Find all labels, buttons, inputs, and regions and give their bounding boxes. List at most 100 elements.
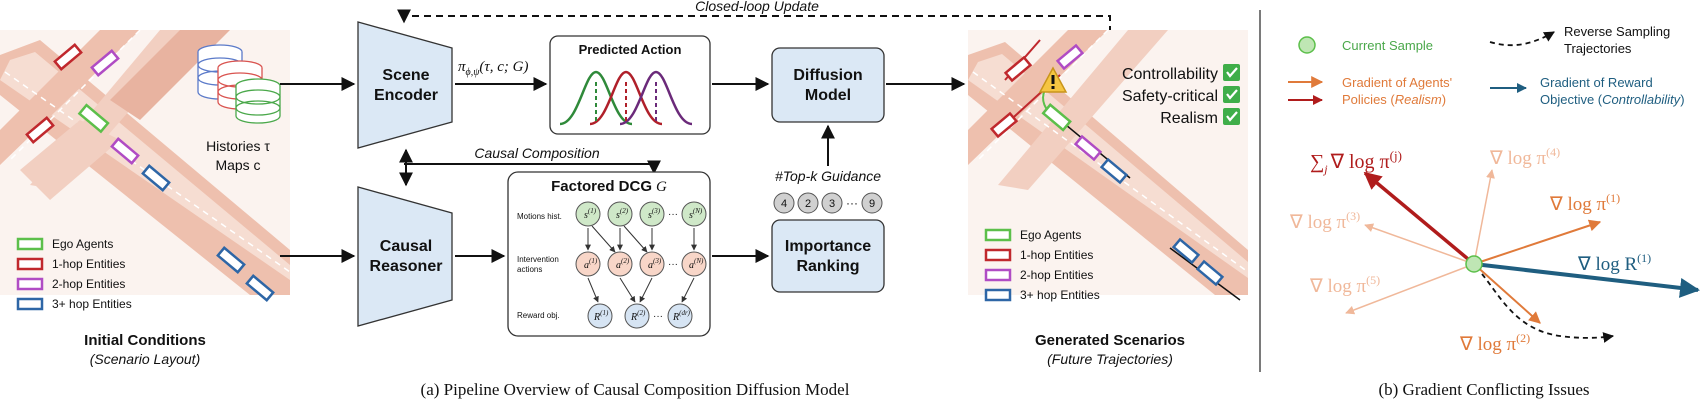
- generated-hop2-box: [1073, 134, 1103, 162]
- hop3-box: [141, 164, 171, 192]
- initial-agents: [25, 43, 275, 302]
- hop3-box: [216, 246, 246, 274]
- reverse-sampling-path: [1481, 273, 1615, 343]
- topk-badges: 4 2 3 ··· 9: [773, 192, 883, 214]
- legend-right-hop1: 1-hop Entities: [1020, 248, 1093, 262]
- generated-title: Generated Scenarios: [1035, 332, 1185, 349]
- causal-composition-line: [404, 160, 661, 175]
- policy-label: πϕ,ψ(τ, c; G): [458, 59, 529, 78]
- legend-left-hop2: 2-hop Entities: [52, 277, 125, 291]
- policy-gradient-line1: Gradient of Agents': [1342, 75, 1452, 90]
- check-controllability: Controllability: [1122, 66, 1218, 83]
- scene-encoder-line2: Encoder: [374, 87, 438, 104]
- causal-reasoner-block: Causal Reasoner: [357, 186, 453, 327]
- check-mark-icon: [1223, 108, 1240, 125]
- check-mark-icon: [1223, 86, 1240, 103]
- causal-composition-label: Causal Composition: [474, 145, 599, 161]
- dcg-s2: s(2): [616, 207, 629, 221]
- generated-ego-box: [1041, 103, 1072, 132]
- dcg-row-actions: actions: [517, 265, 542, 274]
- importance-ranking-block: Importance Ranking: [771, 219, 885, 293]
- legend-right-hop3: 3+ hop Entities: [1020, 288, 1100, 302]
- dcg-r2: R(2): [630, 309, 646, 323]
- database-icon: [197, 44, 281, 124]
- warning-icon: [1038, 66, 1068, 93]
- legend-left-ego: Ego Agents: [52, 237, 113, 251]
- legend-left-hop1: 1-hop Entities: [52, 257, 125, 271]
- topk-badge-3: 3: [829, 198, 835, 210]
- topk-badge-dots: ···: [846, 196, 858, 210]
- generated-hop2-box: [1055, 43, 1085, 71]
- current-sample-icon: [1298, 36, 1316, 54]
- hop3-box: [245, 274, 275, 302]
- topk-guidance-label: #Top-k Guidance: [775, 168, 881, 184]
- scene-encoder-block: Scene Encoder: [357, 21, 453, 149]
- reward-gradient-line2: Objective (Controllability): [1540, 92, 1685, 107]
- checklist: Controllability Safety-critical Realism: [1122, 64, 1240, 127]
- reverse-sampling-line2: Trajectories: [1564, 41, 1632, 56]
- grad-reward-label: ∇ log R(1): [1577, 251, 1651, 275]
- generated-subtitle: (Future Trajectories): [1047, 351, 1173, 367]
- importance-ranking-line2: Ranking: [796, 258, 859, 275]
- caption-a: (a) Pipeline Overview of Causal Composit…: [421, 380, 850, 399]
- dcg-a1: a(1): [584, 257, 598, 271]
- dcg-dots-s: ···: [668, 209, 678, 220]
- dcg-a3: a(3): [648, 257, 662, 271]
- dcg-r1: R(1): [593, 309, 609, 323]
- dcg-row-reward: Reward obj.: [517, 311, 560, 320]
- generated-hop1-box: [989, 111, 1019, 139]
- generated-hop3-box: [1195, 259, 1225, 287]
- predicted-action-title: Predicted Action: [579, 42, 682, 57]
- generated-agents: [989, 39, 1241, 301]
- dcg-state-nodes: s(1) s(2) s(3) ··· s(N): [575, 201, 707, 227]
- scene-encoder-line1: Scene: [382, 67, 429, 84]
- hop2-box: [110, 137, 140, 165]
- reverse-sampling-icon: [1489, 31, 1555, 47]
- maps-label: Maps c: [215, 157, 260, 173]
- grad-pi2-label: ∇ log π(2): [1459, 331, 1530, 355]
- grad-pi3-label: ∇ log π(3): [1289, 209, 1360, 233]
- grad-pi2-arrow: [1473, 263, 1541, 324]
- dcg-dots-a: ···: [668, 259, 678, 270]
- dcg-row-motions: Motions hist.: [517, 212, 562, 221]
- causal-reasoner-line1: Causal: [380, 238, 432, 255]
- grad-sum-arrow: [1363, 171, 1476, 266]
- grad-pi3-arrow: [1364, 223, 1475, 265]
- dcg-action-nodes: a(1) a(2) a(3) ··· a(N): [575, 251, 707, 277]
- initial-subtitle: (Scenario Layout): [90, 351, 201, 367]
- topk-badge-1: 4: [781, 198, 787, 210]
- legend-right: Ego Agents 1-hop Entities 2-hop Entities…: [984, 228, 1100, 302]
- grad-pi1-arrow: [1473, 219, 1602, 265]
- grad-pi4-arrow: [1473, 169, 1495, 265]
- diffusion-model-block: Diffusion Model: [771, 47, 885, 123]
- dcg-aN: a(N): [689, 257, 704, 271]
- causal-reasoner-line2: Reasoner: [370, 258, 443, 275]
- closed-loop-label: Closed-loop Update: [695, 0, 819, 14]
- grad-sum-label: ∑j∇ log π(j): [1310, 148, 1402, 176]
- grad-reward-arrow: [1473, 262, 1700, 298]
- diffusion-model-line1: Diffusion: [793, 67, 862, 84]
- check-safety: Safety-critical: [1122, 88, 1218, 105]
- legend-right-ego: Ego Agents: [1020, 228, 1081, 242]
- ego-agent-box: [77, 103, 110, 134]
- grad-pi5-arrow: [1345, 263, 1475, 315]
- legend-left: Ego Agents 1-hop Entities 2-hop Entities…: [16, 237, 132, 311]
- closed-loop-arrow: [397, 9, 1111, 33]
- generated-hop1-box: [1003, 55, 1033, 83]
- legend-right-hop2: 2-hop Entities: [1020, 268, 1093, 282]
- caption-b: (b) Gradient Conflicting Issues: [1378, 380, 1589, 399]
- gradient-vectors: [1345, 169, 1700, 343]
- gradient-labels: ∑j∇ log π(j) ∇ log π(4) ∇ log π(1) ∇ log…: [1289, 145, 1651, 355]
- current-sample-point: [1465, 255, 1483, 273]
- policy-gradient-line2: Policies (Realism): [1342, 92, 1446, 107]
- reverse-sampling-line1: Reverse Sampling: [1564, 24, 1670, 39]
- legend-left-hop3: 3+ hop Entities: [52, 297, 132, 311]
- dcg-reward-nodes: R(1) R(2) ··· R(dr): [587, 303, 693, 329]
- check-realism: Realism: [1160, 110, 1218, 127]
- topk-badge-2: 2: [805, 198, 811, 210]
- dcg-a2: a(2): [616, 257, 630, 271]
- generated-hop3-box: [1099, 157, 1129, 185]
